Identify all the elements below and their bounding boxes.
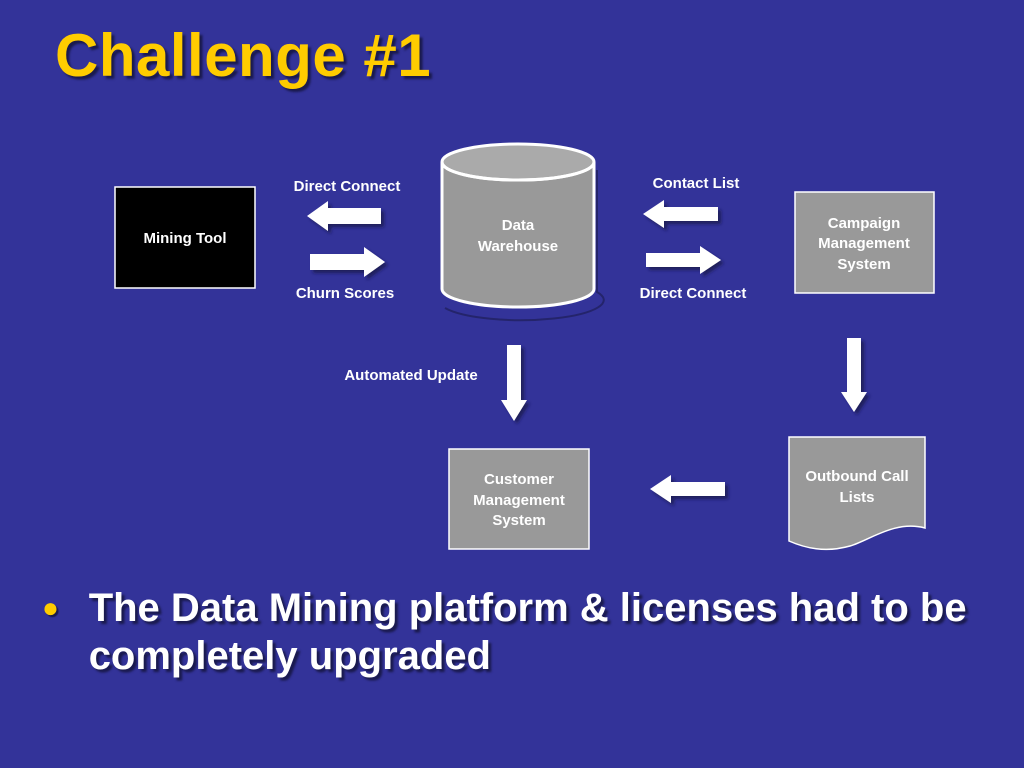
campaign-label-line1: Campaign xyxy=(828,215,901,232)
arrow-left-contact-list xyxy=(643,200,718,228)
bullet-dot-icon: ● xyxy=(42,592,59,623)
customer-label-line3: System xyxy=(492,512,545,529)
arrow-left-outbound-to-customer xyxy=(650,475,725,503)
automated-update-label: Automated Update xyxy=(344,367,477,384)
bullet-point: ● The Data Mining platform & licenses ha… xyxy=(42,582,1002,680)
data-warehouse-label-line2: Warehouse xyxy=(478,238,558,255)
churn-scores-label: Churn Scores xyxy=(296,285,394,302)
contact-list-label: Contact List xyxy=(653,175,740,192)
slide-title: Challenge #1 xyxy=(55,22,432,89)
outbound-label-line2: Lists xyxy=(839,489,874,506)
outbound-call-lists-document: Outbound Call Lists xyxy=(788,436,926,551)
customer-management-box: Customer Management System xyxy=(448,448,590,550)
data-warehouse-cylinder: Data Warehouse xyxy=(440,142,605,322)
campaign-label-line3: System xyxy=(837,256,890,273)
arrow-right-churn-scores xyxy=(310,247,385,277)
direct-connect-label-right: Direct Connect xyxy=(640,285,747,302)
customer-label-line2: Management xyxy=(473,492,565,509)
arrow-down-automated-update xyxy=(501,345,527,421)
bullet-text: The Data Mining platform & licenses had … xyxy=(88,586,967,678)
customer-label-line1: Customer xyxy=(484,471,554,488)
mining-tool-box: Mining Tool xyxy=(114,186,256,289)
campaign-label-line2: Management xyxy=(818,235,910,252)
data-warehouse-label-line1: Data xyxy=(502,217,535,234)
arrow-right-direct-connect xyxy=(646,246,721,274)
campaign-management-box: Campaign Management System xyxy=(794,191,935,294)
direct-connect-label-left: Direct Connect xyxy=(294,178,401,195)
arrow-left-direct-connect xyxy=(307,201,381,231)
outbound-label-line1: Outbound Call xyxy=(805,468,908,485)
arrow-down-campaign-to-outbound xyxy=(841,338,867,412)
mining-tool-label: Mining Tool xyxy=(143,230,226,247)
